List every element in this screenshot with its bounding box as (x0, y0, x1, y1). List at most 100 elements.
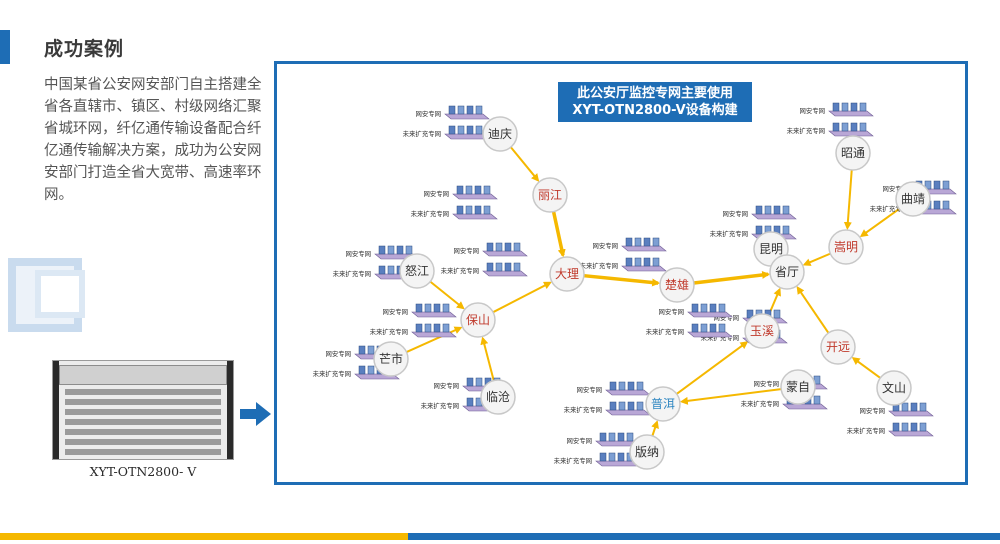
net-label-security: 网安专网 (658, 307, 684, 316)
link-chuxiong-shengting (693, 270, 771, 285)
network-platform (482, 270, 528, 277)
device-slot (65, 429, 221, 435)
computer-icon (652, 257, 660, 267)
computer-icon (358, 365, 366, 375)
network-platform (482, 250, 528, 257)
node-shengting (769, 254, 805, 290)
net-label-security: 网安专网 (433, 381, 459, 390)
node-label-kunming: 昆明 (759, 242, 783, 256)
computer-icon (475, 125, 483, 135)
computer-icon (709, 303, 717, 313)
computer-icon (942, 180, 950, 190)
computer-icon (378, 265, 386, 275)
computer-icon (424, 303, 432, 313)
net-label-security: 网安专网 (566, 436, 592, 445)
computer-icon (433, 303, 441, 313)
node-label-dali: 大理 (555, 267, 579, 281)
computer-icon (486, 262, 494, 272)
computer-icon (691, 303, 699, 313)
computer-icon (466, 125, 474, 135)
node-lijiang (532, 177, 568, 213)
computer-icon (933, 200, 941, 210)
node-label-wenshan: 文山 (882, 380, 906, 395)
computer-icon (448, 125, 456, 135)
computer-icon (456, 205, 464, 215)
network-platform (621, 245, 667, 252)
computer-icon (609, 381, 617, 391)
node-label-puer: 普洱 (651, 397, 675, 411)
net-label-future: 未来扩充专网 (870, 204, 908, 213)
network-platform (782, 403, 828, 410)
network-platform (828, 110, 874, 117)
computer-icon (475, 377, 483, 387)
computer-icon (901, 422, 909, 432)
computer-icon (850, 102, 858, 112)
computer-icon (483, 185, 491, 195)
computer-icon (636, 381, 644, 391)
computer-icon (474, 205, 482, 215)
title-accent-bar (0, 30, 10, 64)
computer-icon (608, 452, 616, 462)
computer-icon (652, 237, 660, 247)
computer-icon (504, 242, 512, 252)
computer-icon (618, 381, 626, 391)
net-label-security: 网安专网 (722, 209, 748, 218)
link-puer-yuxi (676, 341, 749, 395)
computer-icon (782, 205, 790, 215)
network-platform (751, 213, 797, 220)
net-label-security: 网安专网 (423, 189, 449, 198)
net-label-future: 未来扩充专网 (741, 399, 779, 408)
device-slot (65, 399, 221, 405)
node-label-shengting: 省厅 (775, 265, 799, 279)
network-platform (605, 389, 651, 396)
computer-icon (442, 323, 450, 333)
computer-icon (504, 262, 512, 272)
page-title: 成功案例 (44, 38, 125, 60)
computer-icon (892, 422, 900, 432)
diagram-banner: 此公安厅监控专网主要使用 XYT-OTN2800-V设备构建 (558, 82, 752, 122)
node-label-lijiang: 丽江 (538, 188, 562, 202)
computer-icon (832, 122, 840, 132)
link-lijiang-dali (551, 211, 566, 258)
computer-icon (625, 237, 633, 247)
node-zhaotong (835, 135, 871, 171)
computer-icon (617, 452, 625, 462)
computer-icon (456, 185, 464, 195)
footer-bar-yellow (0, 533, 408, 540)
computer-icon (782, 225, 790, 235)
computer-icon (643, 257, 651, 267)
computer-icon (901, 402, 909, 412)
device-top-panel (59, 365, 227, 385)
net-label-security: 网安专网 (753, 379, 779, 388)
device-slot (65, 449, 221, 455)
node-label-lincang: 临沧 (486, 389, 510, 404)
net-label-security: 网安专网 (345, 249, 371, 258)
net-label-future: 未来扩充专网 (646, 327, 684, 336)
network-platform (687, 311, 733, 318)
net-label-future: 未来扩充专网 (411, 209, 449, 218)
computer-icon (718, 323, 726, 333)
computer-icon (919, 422, 927, 432)
node-label-yuxi: 玉溪 (750, 324, 774, 338)
banner-line-1: 此公安厅监控专网主要使用 (576, 86, 733, 101)
computer-icon (618, 401, 626, 411)
net-label-future: 未来扩充专网 (847, 426, 885, 435)
computer-icon (367, 365, 375, 375)
network-platform (605, 409, 651, 416)
computer-icon (599, 452, 607, 462)
net-label-security: 网安专网 (859, 406, 885, 415)
net-label-future: 未来扩充专网 (554, 456, 592, 465)
computer-icon (773, 205, 781, 215)
computer-icon (691, 323, 699, 333)
computer-icon (933, 180, 941, 190)
computer-icon (850, 122, 858, 132)
node-mengzi (780, 369, 816, 405)
computer-icon (513, 242, 521, 252)
link-baoshan-dali (492, 281, 552, 314)
link-kaiyuan-shengting (796, 286, 830, 334)
